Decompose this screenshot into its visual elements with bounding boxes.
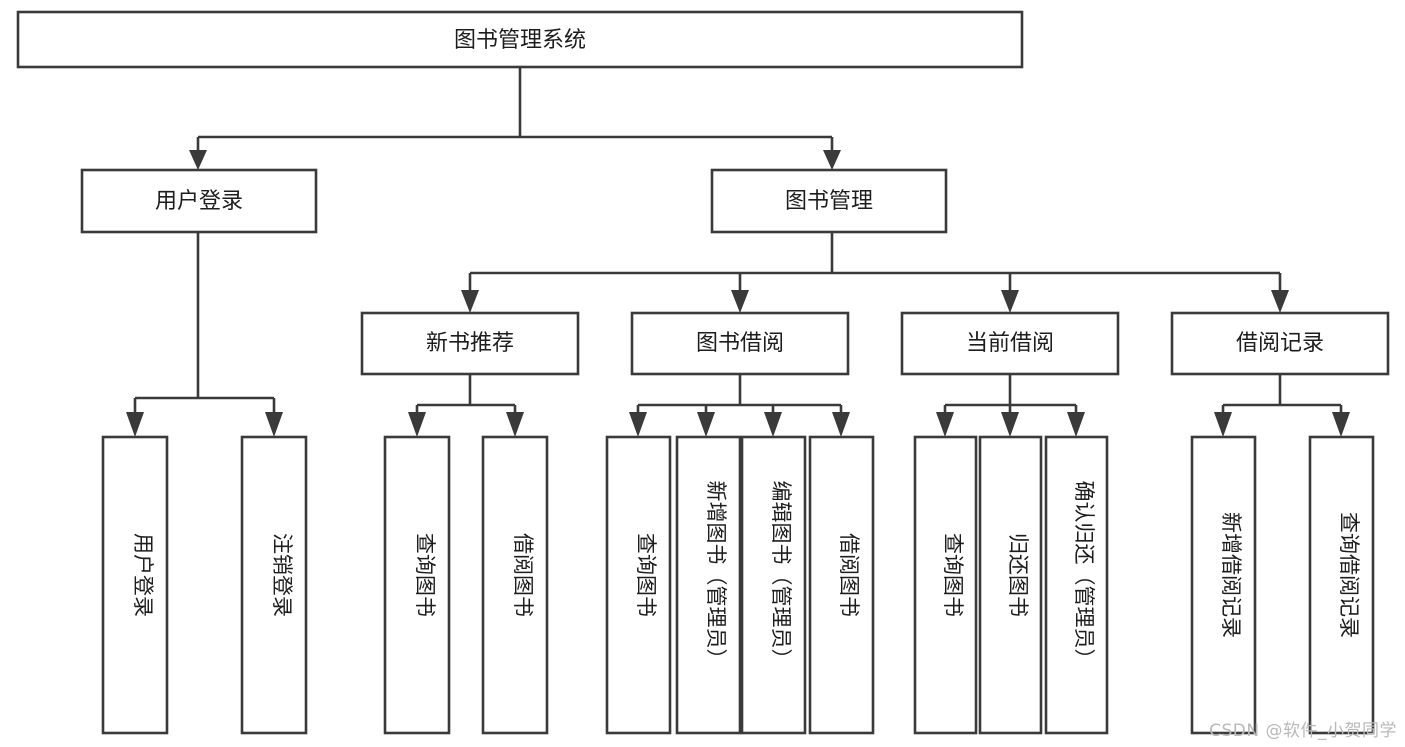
leaf-user-logout-box[interactable] bbox=[240, 435, 308, 735]
arrow-head-leaf-new-borrow bbox=[506, 412, 524, 437]
leaf-borrow-add-book[interactable]: 新增图书（管理员） bbox=[675, 435, 742, 735]
arrow-head-book-borrow bbox=[731, 290, 749, 313]
node-book-borrow-label: 图书借阅 bbox=[696, 331, 784, 356]
arrow-head-leaf-record-query bbox=[1332, 412, 1350, 437]
node-new-book-recommend-label: 新书推荐 bbox=[426, 331, 514, 356]
leaf-record-add-label: 新增借阅记录 bbox=[1219, 512, 1243, 638]
node-root-label: 图书管理系统 bbox=[454, 28, 586, 53]
leaf-current-query-book[interactable]: 查询图书 bbox=[913, 435, 978, 735]
leaf-new-query-book-box[interactable] bbox=[383, 435, 451, 735]
leaf-borrow-query-book-box[interactable] bbox=[605, 435, 672, 735]
node-root-box[interactable] bbox=[16, 10, 1024, 69]
leaf-current-return-book-label: 归还图书 bbox=[1006, 533, 1030, 617]
arrow-head-borrow-record bbox=[1271, 290, 1289, 313]
node-borrow-record[interactable]: 借阅记录 bbox=[1170, 311, 1390, 376]
node-book-borrow[interactable]: 图书借阅 bbox=[630, 311, 850, 376]
node-book-management-box[interactable] bbox=[710, 168, 948, 234]
leaf-new-borrow-book[interactable]: 借阅图书 bbox=[481, 435, 549, 735]
node-user-login-box[interactable] bbox=[80, 168, 318, 234]
node-current-borrow-label: 当前借阅 bbox=[966, 331, 1054, 356]
leaf-current-confirm-return[interactable]: 确认归还（管理员） bbox=[1044, 435, 1109, 735]
arrow-head-leaf-borrow-query bbox=[629, 412, 647, 437]
leaf-record-query-label: 查询借阅记录 bbox=[1337, 512, 1361, 638]
leaf-current-return-book[interactable]: 归还图书 bbox=[978, 435, 1043, 735]
leaf-borrow-query-book-label: 查询图书 bbox=[634, 533, 658, 617]
arrow-head-leaf-user-login bbox=[126, 412, 144, 437]
node-user-login-label: 用户登录 bbox=[155, 189, 243, 214]
leaf-record-add[interactable]: 新增借阅记录 bbox=[1190, 435, 1257, 735]
node-book-borrow-box[interactable] bbox=[630, 311, 850, 376]
arrow-head-leaf-borrow-lend bbox=[832, 412, 850, 437]
leaf-current-confirm-return-box[interactable] bbox=[1044, 435, 1109, 735]
arrow-head-leaf-user-logout bbox=[265, 412, 283, 437]
leaf-record-add-box[interactable] bbox=[1190, 435, 1257, 735]
leaf-record-query-box[interactable] bbox=[1308, 435, 1375, 735]
node-book-management[interactable]: 图书管理 bbox=[710, 168, 948, 234]
node-new-book-recommend-box[interactable] bbox=[360, 311, 580, 376]
leaf-new-borrow-book-label: 借阅图书 bbox=[511, 533, 535, 617]
leaf-current-query-book-box[interactable] bbox=[913, 435, 978, 735]
leaf-current-return-book-box[interactable] bbox=[978, 435, 1043, 735]
leaf-record-query[interactable]: 查询借阅记录 bbox=[1308, 435, 1375, 735]
arrow-head-leaf-borrow-edit bbox=[764, 412, 782, 437]
arrow-head-new-book bbox=[461, 290, 479, 313]
leaf-current-confirm-return-label: 确认归还（管理员） bbox=[1072, 481, 1096, 670]
leaf-user-login[interactable]: 用户登录 bbox=[101, 435, 169, 735]
node-new-book-recommend[interactable]: 新书推荐 bbox=[360, 311, 580, 376]
leaf-user-logout[interactable]: 注销登录 bbox=[240, 435, 308, 735]
arrow-head-user-login bbox=[189, 150, 207, 170]
leaf-borrow-lend-book-box[interactable] bbox=[808, 435, 875, 735]
node-borrow-record-label: 借阅记录 bbox=[1236, 331, 1324, 356]
leaf-borrow-edit-book-label: 编辑图书（管理员） bbox=[769, 481, 793, 670]
node-borrow-record-box[interactable] bbox=[1170, 311, 1390, 376]
arrow-head-leaf-borrow-add bbox=[697, 412, 715, 437]
leaf-borrow-add-book-box[interactable] bbox=[675, 435, 742, 735]
leaf-borrow-lend-book[interactable]: 借阅图书 bbox=[808, 435, 875, 735]
leaf-new-borrow-book-box[interactable] bbox=[481, 435, 549, 735]
arrow-head-leaf-record-add bbox=[1214, 412, 1232, 437]
node-current-borrow-box[interactable] bbox=[900, 311, 1120, 376]
leaf-user-logout-label: 注销登录 bbox=[270, 533, 294, 617]
leaf-borrow-edit-book[interactable]: 编辑图书（管理员） bbox=[740, 435, 807, 735]
leaf-new-query-book-label: 查询图书 bbox=[413, 533, 437, 617]
node-current-borrow[interactable]: 当前借阅 bbox=[900, 311, 1120, 376]
leaf-borrow-lend-book-label: 借阅图书 bbox=[837, 533, 861, 617]
node-root[interactable]: 图书管理系统 bbox=[16, 10, 1024, 69]
arrow-head-leaf-current-query bbox=[936, 412, 954, 437]
node-user-login[interactable]: 用户登录 bbox=[80, 168, 318, 234]
arrow-head-leaf-current-confirm bbox=[1067, 412, 1085, 437]
node-book-management-label: 图书管理 bbox=[785, 189, 873, 214]
arrow-head-leaf-current-return bbox=[1001, 412, 1019, 437]
leaf-borrow-edit-book-box[interactable] bbox=[740, 435, 807, 735]
leaf-new-query-book[interactable]: 查询图书 bbox=[383, 435, 451, 735]
arrow-head-current-borrow bbox=[1001, 290, 1019, 313]
leaf-borrow-add-book-label: 新增图书（管理员） bbox=[704, 481, 728, 670]
connector-layer bbox=[126, 67, 1350, 437]
leaf-user-login-label: 用户登录 bbox=[131, 533, 155, 617]
arrow-head-leaf-new-query bbox=[408, 412, 426, 437]
watermark: CSDN @软件_小贺同学 bbox=[1209, 721, 1397, 741]
arrow-head-book-manage bbox=[823, 150, 841, 170]
leaf-user-login-box[interactable] bbox=[101, 435, 169, 735]
leaf-borrow-query-book[interactable]: 查询图书 bbox=[605, 435, 672, 735]
leaf-current-query-book-label: 查询图书 bbox=[941, 533, 965, 617]
